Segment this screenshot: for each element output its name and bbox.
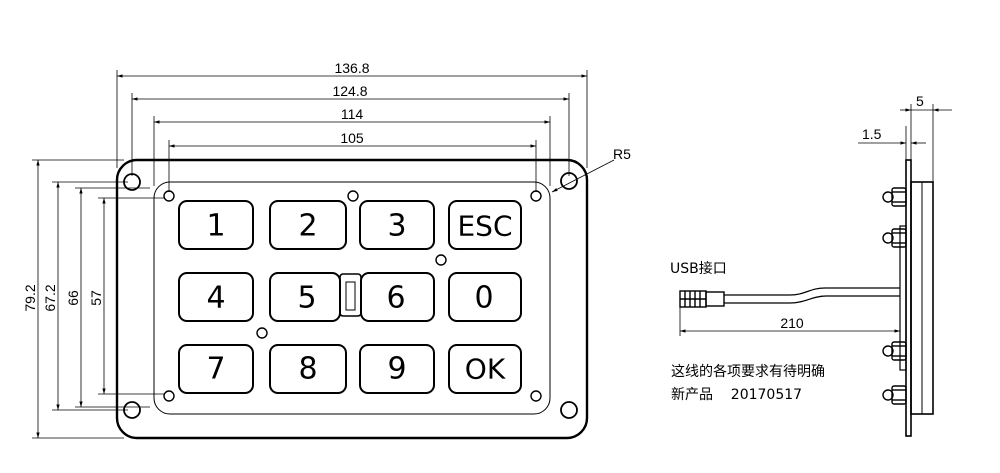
dim-inner-width: 114 — [341, 106, 364, 122]
key-0-label: 0 — [474, 281, 493, 316]
dim-hole-spacing-width: 124.8 — [332, 83, 367, 99]
key-esc-button[interactable] — [448, 200, 522, 250]
front-view: 1 2 3 ESC 4 5 6 0 7 8 9 OK — [115, 158, 589, 440]
key-7-label: 7 — [206, 352, 225, 387]
side-stud — [882, 341, 907, 361]
key-6-label: 6 — [386, 281, 405, 316]
key-3-label: 3 — [387, 209, 406, 244]
key-0-button[interactable] — [448, 272, 522, 322]
key-4-label: 4 — [206, 281, 225, 316]
dim-keypad-height: 57 — [88, 290, 104, 306]
side-stud — [882, 385, 907, 405]
inner-hole — [163, 190, 175, 202]
key-2-label: 2 — [298, 209, 317, 244]
side-back-board — [899, 225, 907, 371]
usb-cable — [724, 287, 900, 296]
key-6-button[interactable] — [360, 272, 435, 322]
inner-hole — [435, 254, 447, 266]
radius-leader — [551, 159, 615, 193]
key-3-button[interactable] — [359, 200, 435, 250]
mount-hole-bottom-right — [560, 401, 578, 419]
vertical-dimensions — [32, 159, 165, 439]
dim-thickness-total: 5 — [916, 93, 924, 109]
inner-panel — [153, 181, 551, 415]
inner-hole — [530, 190, 542, 202]
key-7-button[interactable] — [178, 344, 254, 394]
dim-keypad-width: 105 — [340, 130, 364, 146]
side-stud — [882, 228, 907, 248]
side-stud — [882, 187, 907, 207]
usb-connector — [679, 290, 725, 308]
key-1-button[interactable] — [178, 200, 254, 250]
dim-hole-spacing-height: 67.2 — [42, 284, 58, 311]
key-1-label: 1 — [206, 209, 225, 244]
key-8-label: 8 — [298, 352, 317, 387]
key-9-button[interactable] — [359, 344, 435, 394]
key-5-button[interactable] — [269, 272, 341, 322]
key-ok-label: OK — [465, 353, 506, 386]
dim-corner-radius: R5 — [613, 146, 631, 162]
key-5-label: 5 — [297, 281, 316, 316]
inner-hole — [347, 190, 359, 202]
key-esc-label: ESC — [457, 210, 512, 243]
dim-overall-height: 79.2 — [22, 284, 38, 311]
product-date-note: 新产品 20170517 — [671, 387, 802, 403]
dim-cable-length: 210 — [780, 315, 804, 331]
key-2-button[interactable] — [269, 200, 347, 250]
cable-note: 这线的各项要求有待明确 — [671, 363, 825, 380]
dim-inner-height: 66 — [65, 290, 81, 306]
dim-overall-width: 136.8 — [334, 60, 369, 76]
inner-hole — [530, 390, 542, 402]
dim-thickness-plate: 1.5 — [862, 126, 882, 142]
outer-plate — [115, 158, 589, 440]
key-8-button[interactable] — [269, 344, 347, 394]
key-9-label: 9 — [387, 352, 406, 387]
center-slot-inner — [345, 281, 356, 311]
inner-hole — [256, 327, 268, 339]
side-view: 5 1.5 210 USB接口 这线的各项要求有待明确 新产品 20170517 — [670, 93, 952, 437]
key-ok-button[interactable] — [448, 344, 522, 394]
horizontal-dimensions — [116, 70, 588, 192]
key-4-button[interactable] — [178, 272, 254, 322]
inner-hole — [163, 390, 175, 402]
usb-connector-label: USB接口 — [670, 260, 727, 277]
